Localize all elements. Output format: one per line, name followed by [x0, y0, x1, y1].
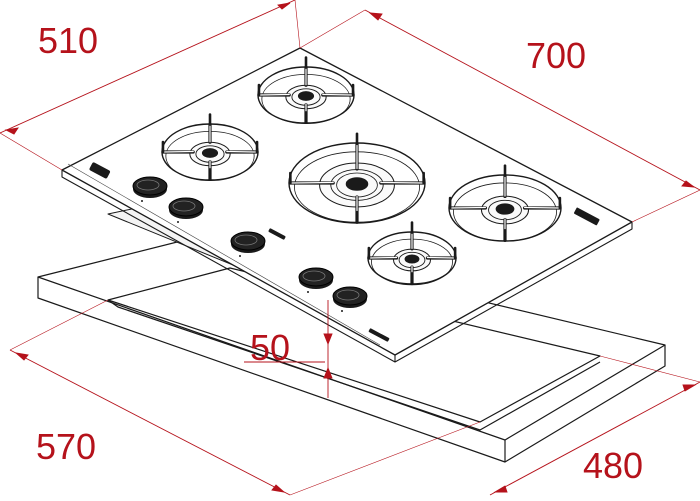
dimension-cutout-width-label: 570	[36, 426, 97, 467]
control-knob	[332, 286, 368, 312]
control-knob	[132, 176, 168, 202]
burner-rear-center	[257, 56, 355, 125]
burner-rear-left	[161, 113, 259, 182]
dimension-depth-label: 510	[38, 20, 99, 61]
control-knob	[168, 197, 204, 223]
brand-marks	[89, 162, 600, 342]
burners	[161, 56, 562, 286]
burner-right	[448, 164, 562, 242]
dimension-width-label: 700	[526, 35, 587, 76]
control-knob	[230, 231, 266, 257]
burner-front	[367, 221, 457, 286]
control-knob	[298, 267, 334, 293]
dimension-thickness-label: 50	[250, 327, 291, 368]
burner-wok-center	[288, 132, 426, 224]
control-knobs	[132, 176, 368, 312]
dimension-cutout-depth-label: 480	[583, 445, 644, 486]
